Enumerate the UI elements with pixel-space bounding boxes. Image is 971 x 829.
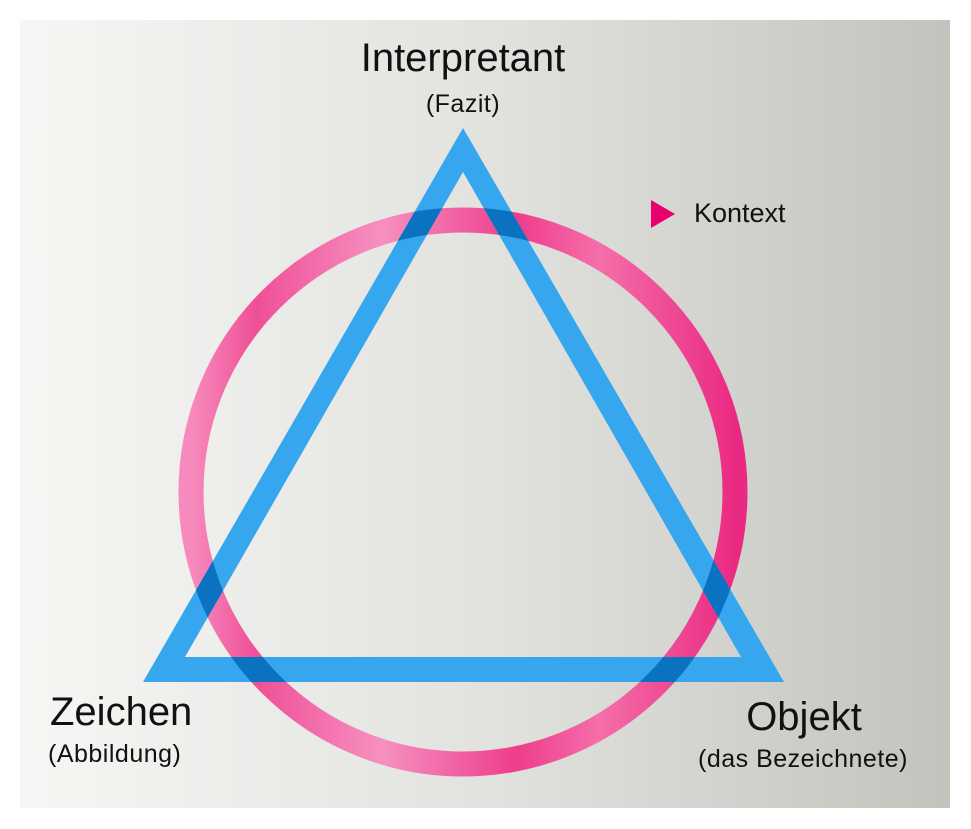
- legend-kontext-label: Kontext: [694, 198, 786, 228]
- interpretant-label: Interpretant: [360, 36, 566, 80]
- context-circle: [178, 207, 748, 777]
- zeichen-sublabel: (Abbildung): [48, 740, 182, 768]
- objekt-label: Objekt: [746, 695, 862, 739]
- triangle-right-icon: [651, 200, 675, 228]
- zeichen-label: Zeichen: [50, 690, 193, 734]
- objekt-sublabel: (das Bezeichnete): [697, 745, 909, 773]
- interpretant-sublabel: (Fazit): [425, 90, 501, 118]
